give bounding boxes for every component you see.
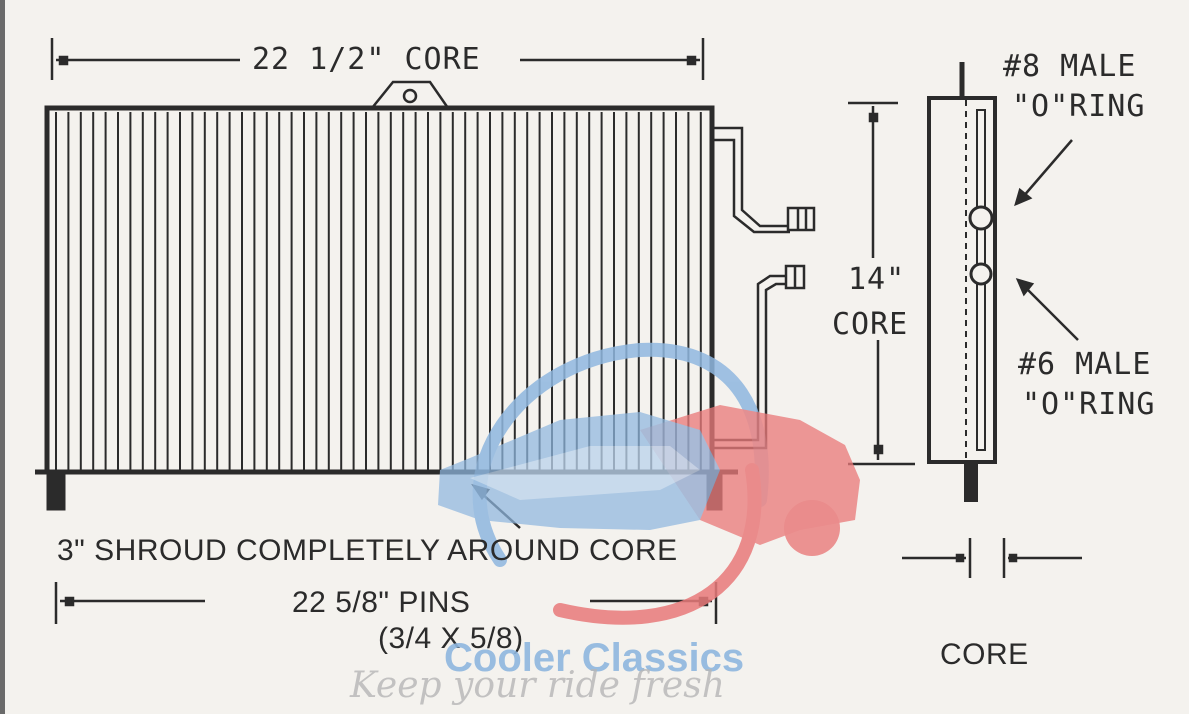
watermark-brand-name: Cooler Classics [444, 636, 745, 680]
outlet-fitting-label-line2: "O"RING [1022, 387, 1156, 422]
car-silhouette-blue [438, 412, 720, 530]
watermark-logo [438, 342, 860, 625]
inlet-fitting-label-line1: #8 MALE [1003, 49, 1137, 84]
watermark-tagline: Keep your ride fresh [350, 665, 725, 706]
pins-width-label: 22 5/8" PINS [292, 586, 471, 619]
scan-edge [0, 0, 5, 714]
core-depth-label: CORE [940, 638, 1029, 671]
width-dimension-line [50, 38, 705, 80]
inlet-leader-arrow [1014, 139, 1073, 207]
core-height-label: CORE [832, 307, 909, 342]
condenser-core [44, 105, 715, 475]
pins-size-label: (3/4 X 5/8) [378, 622, 524, 655]
outlet-leader-arrow [1015, 278, 1079, 341]
height-dimension-line [848, 101, 915, 466]
core-width-label: 22 1/2" CORE [252, 42, 481, 77]
outlet-fitting-label-line1: #6 MALE [1018, 347, 1152, 382]
inlet-fitting-label-line2: "O"RING [1012, 89, 1146, 124]
core-height-value-label: 14" [848, 262, 906, 297]
side-view [927, 62, 997, 502]
depth-dimension-line [902, 538, 1082, 578]
shroud-note-label: 3" SHROUD COMPLETELY AROUND CORE [57, 534, 678, 567]
inlet-pipe [712, 126, 816, 234]
mounting-bracket [369, 80, 451, 110]
